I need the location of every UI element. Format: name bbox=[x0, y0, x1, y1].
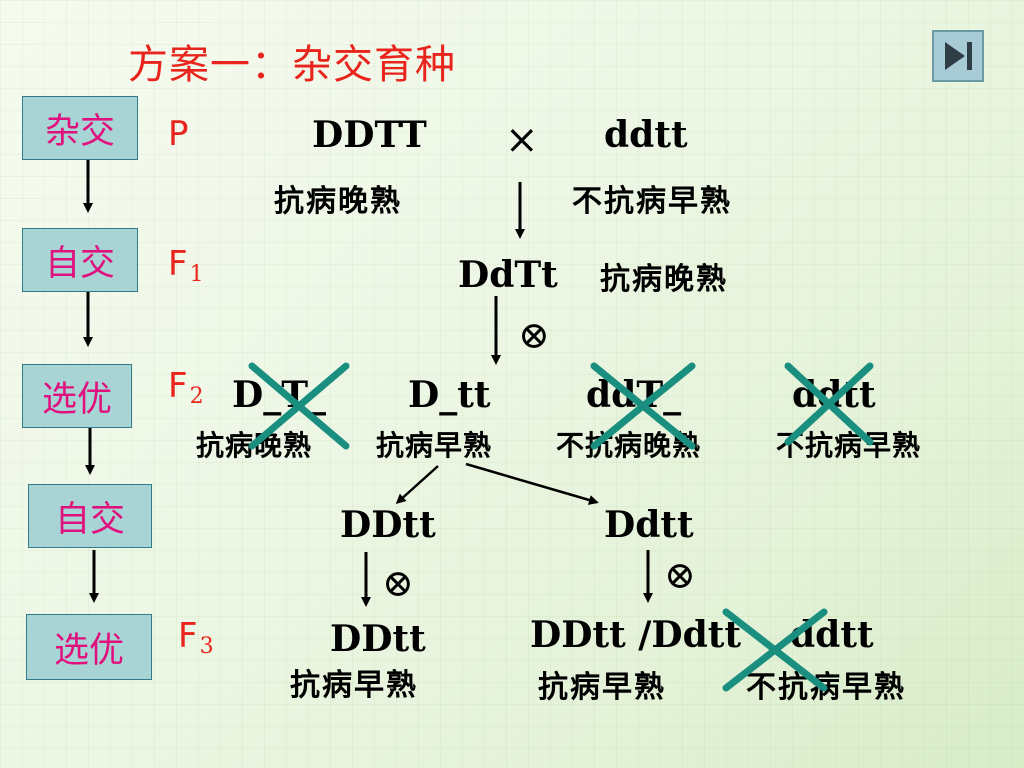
parent1-phenotype: 抗病晚熟 bbox=[274, 184, 402, 219]
f2-genotype-2: D_tt bbox=[408, 374, 491, 416]
step-select-1: 选优 bbox=[22, 364, 132, 428]
f3-genotypes-right: DDtt /Ddtt bbox=[530, 614, 742, 656]
selected-genotype-left: DDtt bbox=[340, 504, 436, 546]
gen-label-f3: F3 bbox=[178, 616, 214, 659]
selfing-symbol-right: ⊗ bbox=[664, 553, 696, 597]
selfing-symbol-left: ⊗ bbox=[382, 561, 414, 605]
gen-label-f2: F2 bbox=[168, 366, 204, 409]
step-selfing-2: 自交 bbox=[28, 484, 152, 548]
arrow-f2-to-ddtt-right bbox=[465, 462, 599, 505]
selected-genotype-right: Ddtt bbox=[604, 504, 694, 546]
gen-label-f1: F1 bbox=[168, 244, 204, 287]
step-selfing-1: 自交 bbox=[22, 228, 138, 292]
parent1-genotype: DDTT bbox=[312, 114, 427, 156]
parent2-phenotype: 不抗病早熟 bbox=[572, 184, 732, 219]
f3-phenotype-right: 抗病早熟 bbox=[538, 670, 666, 705]
f3-genotype-rejected: ddtt bbox=[790, 614, 874, 656]
selfing-symbol-f1: ⊗ bbox=[518, 313, 550, 357]
page-title: 方案一：杂交育种 bbox=[128, 42, 456, 88]
cross-symbol: × bbox=[505, 117, 539, 163]
step-select-2: 选优 bbox=[26, 614, 152, 680]
next-slide-button[interactable] bbox=[932, 30, 984, 82]
play-end-icon bbox=[945, 42, 972, 70]
f3-genotype-left: DDtt bbox=[330, 618, 426, 660]
gen-label-p: P bbox=[168, 114, 189, 154]
step-cross: 杂交 bbox=[22, 96, 138, 160]
arrow-f2-to-ddtt-left bbox=[395, 465, 439, 505]
f1-genotype: DdTt bbox=[458, 254, 558, 296]
f1-phenotype: 抗病晚熟 bbox=[600, 262, 728, 297]
f2-phenotype-2: 抗病早熟 bbox=[376, 429, 493, 462]
f3-phenotype-left: 抗病早熟 bbox=[290, 668, 418, 703]
parent2-genotype: ddtt bbox=[604, 114, 688, 156]
